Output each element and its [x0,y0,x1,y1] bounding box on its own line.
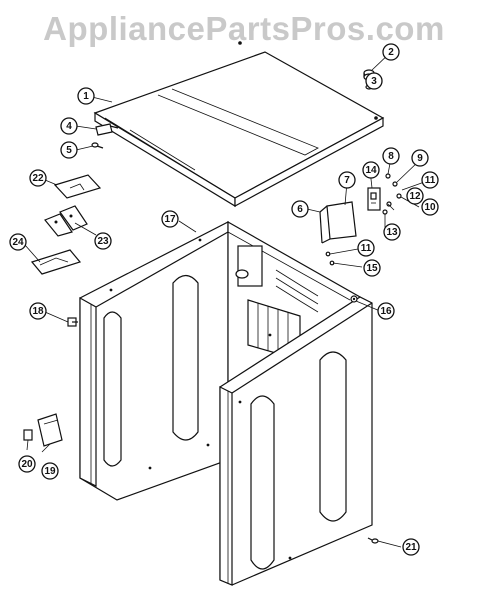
callout-4: 4 [60,117,78,135]
callout-9: 9 [411,149,429,167]
callout-17: 17 [161,210,179,228]
callout-number: 12 [409,191,421,202]
callout-7: 7 [338,171,356,189]
callout-circle [402,538,420,556]
callout-number: 15 [366,263,378,274]
callout-3: 3 [365,72,383,90]
screw-pair-part [325,251,335,266]
callout-circle [363,259,381,277]
switch-part [367,187,381,211]
callout-23: 23 [94,232,112,250]
panel-bracket-part [30,249,82,275]
callout-circle [291,200,309,218]
callout-22: 22 [29,169,47,187]
callout-number: 20 [21,459,33,470]
callout-number: 10 [424,202,436,213]
callout-circle [382,147,400,165]
callout-number: 8 [388,151,394,162]
callout-circle [94,232,112,250]
watermark-text: AppliancePartsPros.com [43,10,445,47]
callout-circle [377,302,395,320]
cabinet-screw-part [367,537,379,544]
callout-5: 5 [60,141,78,159]
leader-lines [24,51,431,548]
callout-number: 4 [66,121,72,132]
callout-circle [18,455,36,473]
callout-number: 13 [386,227,398,238]
hinge-bracket-part [95,123,119,136]
callout-number: 6 [297,204,303,215]
callout-circle [421,171,439,189]
callout-number: 17 [164,214,176,225]
callout-circle [406,187,424,205]
callout-number: 19 [44,466,56,477]
callout-6: 6 [291,200,309,218]
callout-circle [411,149,429,167]
callout-circle [362,161,380,179]
callout-circle [29,302,47,320]
callout-21: 21 [402,538,420,556]
callout-circle [41,462,59,480]
top-panel-part [93,41,385,208]
callout-12: 12 [406,187,424,205]
callout-number: 18 [32,306,44,317]
callout-number: 22 [32,173,44,184]
callout-number: 1 [83,91,89,102]
callout-19: 19 [41,462,59,480]
callout-number: 14 [365,165,377,176]
callout-11: 11 [357,239,375,257]
callout-2: 2 [382,43,400,61]
callout-circle [421,198,439,216]
callout-circle [357,239,375,257]
callout-number: 24 [12,237,24,248]
cabinet-left-side-part [79,221,229,501]
callout-circle [383,223,401,241]
callout-circle [29,169,47,187]
callout-circle [9,233,27,251]
callout-number: 7 [344,175,350,186]
callout-11: 11 [421,171,439,189]
callout-number: 16 [380,306,392,317]
callout-number: 3 [371,76,377,87]
callout-circle [77,87,95,105]
callout-number: 2 [388,47,394,58]
hinge-leg-part [44,205,88,237]
callout-circle [382,43,400,61]
callout-number: 11 [425,175,436,186]
callout-circle [161,210,179,228]
small-hardware-part [382,173,402,215]
callout-circle [338,171,356,189]
callout-14: 14 [362,161,380,179]
callout-number: 11 [361,243,372,254]
switch-bracket-part [319,201,357,244]
callout-number: 5 [66,145,72,156]
callout-circle [60,117,78,135]
bracket-plate-part [53,174,102,199]
callout-18: 18 [29,302,47,320]
callout-circle [365,72,383,90]
bracket-screw-part [91,142,104,149]
cabinet-right-side-part [219,295,373,586]
callout-number: 21 [405,542,417,553]
bracket-part [37,413,63,447]
callout-circle [60,141,78,159]
callout-number: 9 [417,153,423,164]
callout-10: 10 [421,198,439,216]
callout-8: 8 [382,147,400,165]
callout-15: 15 [363,259,381,277]
callout-24: 24 [9,233,27,251]
callout-1: 1 [77,87,95,105]
callout-20: 20 [18,455,36,473]
clip-part [67,317,78,327]
callout-13: 13 [383,223,401,241]
callout-16: 16 [377,302,395,320]
block-part [23,429,33,441]
callout-number: 23 [97,236,109,247]
